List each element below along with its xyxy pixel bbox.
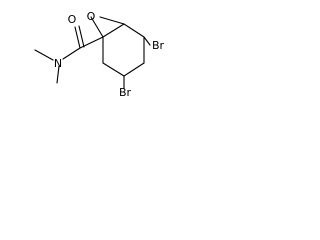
- bond-n-methyl-down: [56, 65, 60, 84]
- bond-carbonyl-double-1: [74, 26, 81, 49]
- bond-c2-c1: [123, 23, 145, 38]
- molecule-structure: O O N Br Br: [34, 10, 165, 99]
- bond-carbonyl-double-2: [78, 25, 85, 48]
- bromine-upper-label: Br: [152, 39, 165, 52]
- bond-carbonyl-c-n: [62, 47, 81, 60]
- bond-c4-c3: [123, 62, 145, 77]
- carbonyl-oxygen-label: O: [68, 13, 77, 26]
- bond-c5-c4: [102, 62, 125, 77]
- epoxide-oxygen-label: O: [87, 10, 96, 23]
- bond-c3-br: [143, 36, 151, 46]
- atom-label-group: O O N Br Br: [54, 10, 165, 99]
- bond-group: [34, 16, 151, 89]
- bond-c1-epoxide-o: [99, 16, 125, 25]
- bromine-lower-label: Br: [119, 86, 132, 99]
- amide-nitrogen-label: N: [54, 57, 62, 70]
- bond-n-methyl-left: [34, 49, 54, 61]
- bond-c1-c6: [102, 23, 125, 38]
- bond-c6-epoxide-o: [90, 16, 104, 38]
